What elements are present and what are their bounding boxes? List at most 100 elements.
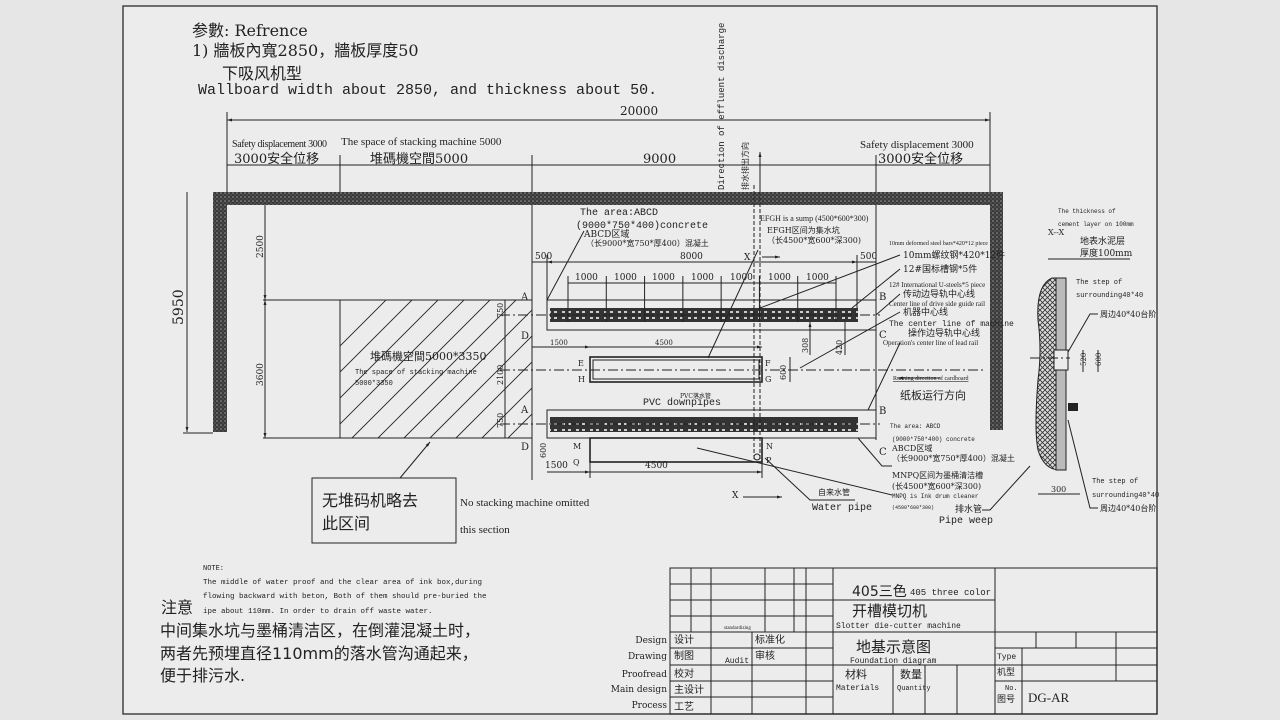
note-block: NOTE: The middle of water proof and the … <box>160 565 487 685</box>
point-n: N <box>766 442 773 451</box>
dim-4500a: 4500 <box>655 339 673 347</box>
product-en: 405 three color <box>910 588 991 598</box>
dim-stacking-en: The space of stacking machine 5000 <box>341 136 502 148</box>
section-dim-300: 300 <box>1051 485 1066 494</box>
point-m: M <box>573 442 581 451</box>
stacking-area-cn: 堆碼機空間5000*3350 <box>370 349 487 363</box>
point-p: P <box>766 456 772 465</box>
machine-name-en: Slotter die-cutter machine <box>836 622 961 631</box>
wallboard-param: 1) 牆板內寬2850，牆板厚度50 <box>192 41 419 60</box>
row-label-process: Process <box>632 701 668 711</box>
x-mark-top: X <box>744 253 751 263</box>
machine-center-cn: 机器中心线 <box>903 306 948 318</box>
fan-type: 下吸风机型 <box>222 64 302 83</box>
drain-en: Pipe weep <box>939 515 993 527</box>
no-cn: 图号 <box>997 694 1015 705</box>
left-dimensions: 5950 2500 3600 <box>171 192 340 439</box>
stacking-area: 堆碼機空間5000*3350 The space of stacking mac… <box>339 299 533 439</box>
quantity-en: Quantity <box>897 685 931 693</box>
drive-en: Center line of drive side guide rail <box>889 300 985 308</box>
note-title-cn: 注意 <box>161 598 193 617</box>
stacking-area-size: 5000*3350 <box>355 380 393 388</box>
dim-stacking-cn: 堆碼機空間5000 <box>370 152 468 167</box>
standardizing-cn: 标准化 <box>755 633 785 646</box>
dim-1000: 1000 <box>652 273 675 283</box>
step-cn: 周边40*40台阶 <box>1100 309 1156 319</box>
drawing-title-en: Foundation diagram <box>850 657 937 666</box>
steel-cn: 10mm螺纹钢*420*12件 <box>903 249 1005 261</box>
dim-2100: 2100 <box>496 365 505 385</box>
point-q: Q <box>573 458 580 467</box>
omit-en-2: this section <box>460 524 510 536</box>
drive-cn: 传动边导轨中心线 <box>903 288 975 300</box>
row-label-main-design: Main design <box>611 685 667 695</box>
audit-cn: 审核 <box>755 649 775 662</box>
dim-1000: 1000 <box>614 273 637 283</box>
machine-center-en: The center line of machine <box>889 320 1014 329</box>
standardizing-en: standardizing <box>724 626 751 631</box>
note-cn-3: 便于排污水. <box>160 666 245 685</box>
annotations: The area:ABCD (9000*750*400)concrete ABC… <box>546 207 1031 527</box>
product-cn: 405三色 <box>852 583 907 600</box>
pvc-cn: PVC落水管 <box>680 392 711 400</box>
point-d: D <box>521 331 529 342</box>
point-c: C <box>879 447 887 458</box>
top-dimensions: 20000 Safety displacement 3000 3000安全位移 … <box>226 23 991 480</box>
dim-height-total: 5950 <box>171 289 187 325</box>
step2-en-1: The step of <box>1092 478 1138 486</box>
area-abcd-cn2: （长9000*宽750*厚400）混凝土 <box>586 238 709 248</box>
efgh-cn2: （长4500*宽600*深300) <box>767 235 861 245</box>
materials-en: Materials <box>836 684 879 693</box>
dim-600b: 600 <box>539 443 548 458</box>
dim-4500b: 4500 <box>645 461 668 471</box>
point-g: G <box>765 375 771 384</box>
title-block: standardizing 标准化 Audit 审核 Design Drawin… <box>611 567 1158 715</box>
type-cn: 机型 <box>997 666 1015 678</box>
dim-750b: 750 <box>496 413 505 428</box>
cement-en-1: The thickness of <box>1058 208 1116 215</box>
dim-safety-left-cn: 3000安全位移 <box>234 151 319 167</box>
step2-en-2: surrounding40*40 <box>1092 492 1159 500</box>
point-a: A <box>520 405 529 416</box>
dim-500a: 500 <box>535 252 552 262</box>
dim-1000: 1000 <box>806 273 829 283</box>
type-en: Type <box>997 653 1016 662</box>
dim-1000: 1000 <box>575 273 598 283</box>
note-title-en: NOTE: <box>203 565 224 573</box>
mnpq-cn2: (长4500*宽600*深300) <box>892 481 981 491</box>
audit-en: Audit <box>725 657 749 666</box>
point-b: B <box>879 292 886 303</box>
dim-3600: 3600 <box>256 363 266 386</box>
header-notes: 参數: Refrence 1) 牆板內寬2850，牆板厚度50 下吸风机型 Wa… <box>192 21 657 99</box>
dim-total: 20000 <box>620 104 658 118</box>
section-xx: The thickness of cement layer on 100mm X… <box>1030 208 1159 513</box>
dim-750a: 750 <box>496 303 505 318</box>
dim-2500: 2500 <box>256 235 266 258</box>
step2-cn: 周边40*40台阶 <box>1100 503 1156 513</box>
oper-en: Operation's center line of lead rail <box>883 339 978 347</box>
dim-420: 420 <box>835 340 844 355</box>
dim-1500a: 1500 <box>550 339 568 347</box>
dim-1000: 1000 <box>768 273 791 283</box>
section-title: X--X <box>1048 228 1065 237</box>
omit-en-1: No stacking machine omitted <box>460 497 590 509</box>
steel-en: 10mm deformed steel bars*420*12 piece <box>889 240 988 247</box>
efgh-en: EFGH is a sump (4500*600*300) <box>760 214 869 223</box>
omit-cn-1: 无堆码机略去 <box>322 491 418 510</box>
running-direction-cn: 纸板运行方向 <box>900 388 966 402</box>
point-f: F <box>765 359 771 368</box>
dim-1000: 1000 <box>730 273 753 283</box>
note-cn-1: 中间集水坑与墨桶清洁区，在倒灌混凝土时， <box>160 621 480 640</box>
drain-cn: 排水管 <box>955 503 982 515</box>
drawing-number: DG-AR <box>1028 690 1069 705</box>
no-en: No. <box>1005 685 1018 693</box>
point-a: A <box>520 292 529 303</box>
dim-machine: 9000 <box>643 152 676 167</box>
cement-cn-2: 厚度100mm <box>1080 247 1133 259</box>
water-pipe-en: Water pipe <box>812 502 872 514</box>
dim-safety-left-en: Safety displacement 3000 <box>232 139 327 150</box>
cement-en-2: cement layer on 100mm <box>1058 221 1134 228</box>
point-c: C <box>879 330 887 341</box>
drawing-title-cn: 地基示意图 <box>856 638 931 656</box>
step-en-1: The step of <box>1076 279 1122 287</box>
